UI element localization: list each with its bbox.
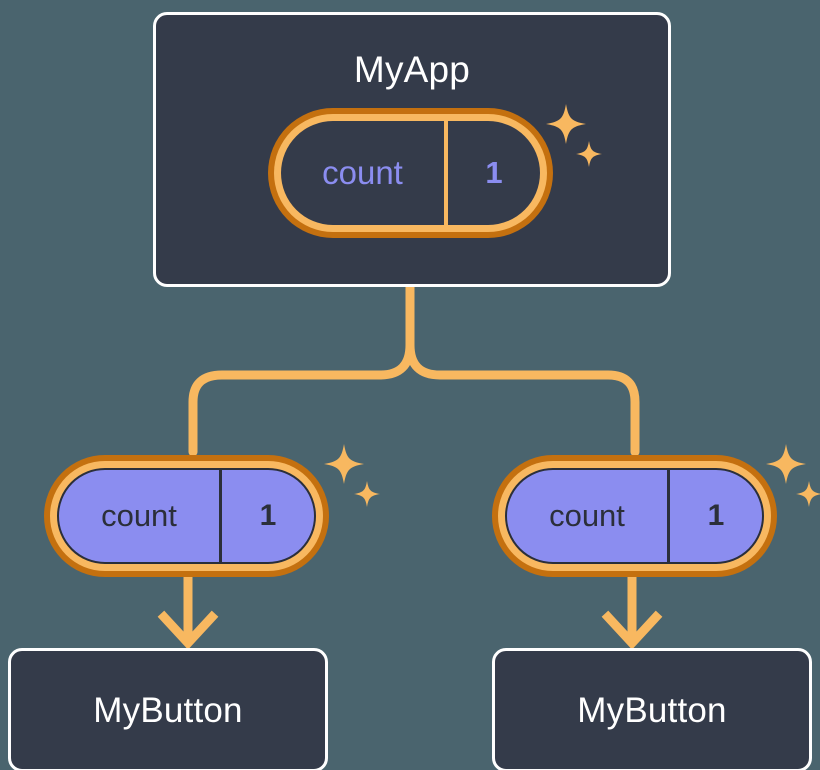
state-pill-myapp-value: 1 — [444, 121, 540, 225]
connector-branch-right — [405, 282, 640, 457]
mybutton-right-card[interactable]: MyButton — [492, 648, 812, 770]
state-pill-left-ring: count 1 — [50, 461, 323, 571]
state-pill-right-value: 1 — [667, 470, 762, 562]
state-pill-right[interactable]: count 1 — [492, 455, 777, 577]
state-pill-myapp-ring: count 1 — [274, 114, 547, 232]
state-pill-right-body: count 1 — [505, 468, 764, 564]
mybutton-left-card[interactable]: MyButton — [8, 648, 328, 770]
state-pill-left-value: 1 — [219, 470, 314, 562]
arrow-head-right — [601, 610, 663, 650]
connector-branch-left — [188, 282, 415, 457]
myapp-title: MyApp — [353, 49, 471, 90]
mybutton-left-title: MyButton — [93, 690, 243, 730]
state-pill-myapp-body: count 1 — [281, 121, 540, 225]
state-pill-myapp[interactable]: count 1 — [268, 108, 553, 238]
arrow-head-left — [157, 610, 219, 650]
state-pill-left-body: count 1 — [57, 468, 316, 564]
state-pill-left-key: count — [101, 498, 177, 533]
state-pill-myapp-key: count — [322, 154, 403, 191]
state-pill-right-key: count — [549, 498, 625, 533]
state-pill-left[interactable]: count 1 — [44, 455, 329, 577]
mybutton-right-title: MyButton — [577, 690, 727, 730]
state-pill-right-ring: count 1 — [498, 461, 771, 571]
